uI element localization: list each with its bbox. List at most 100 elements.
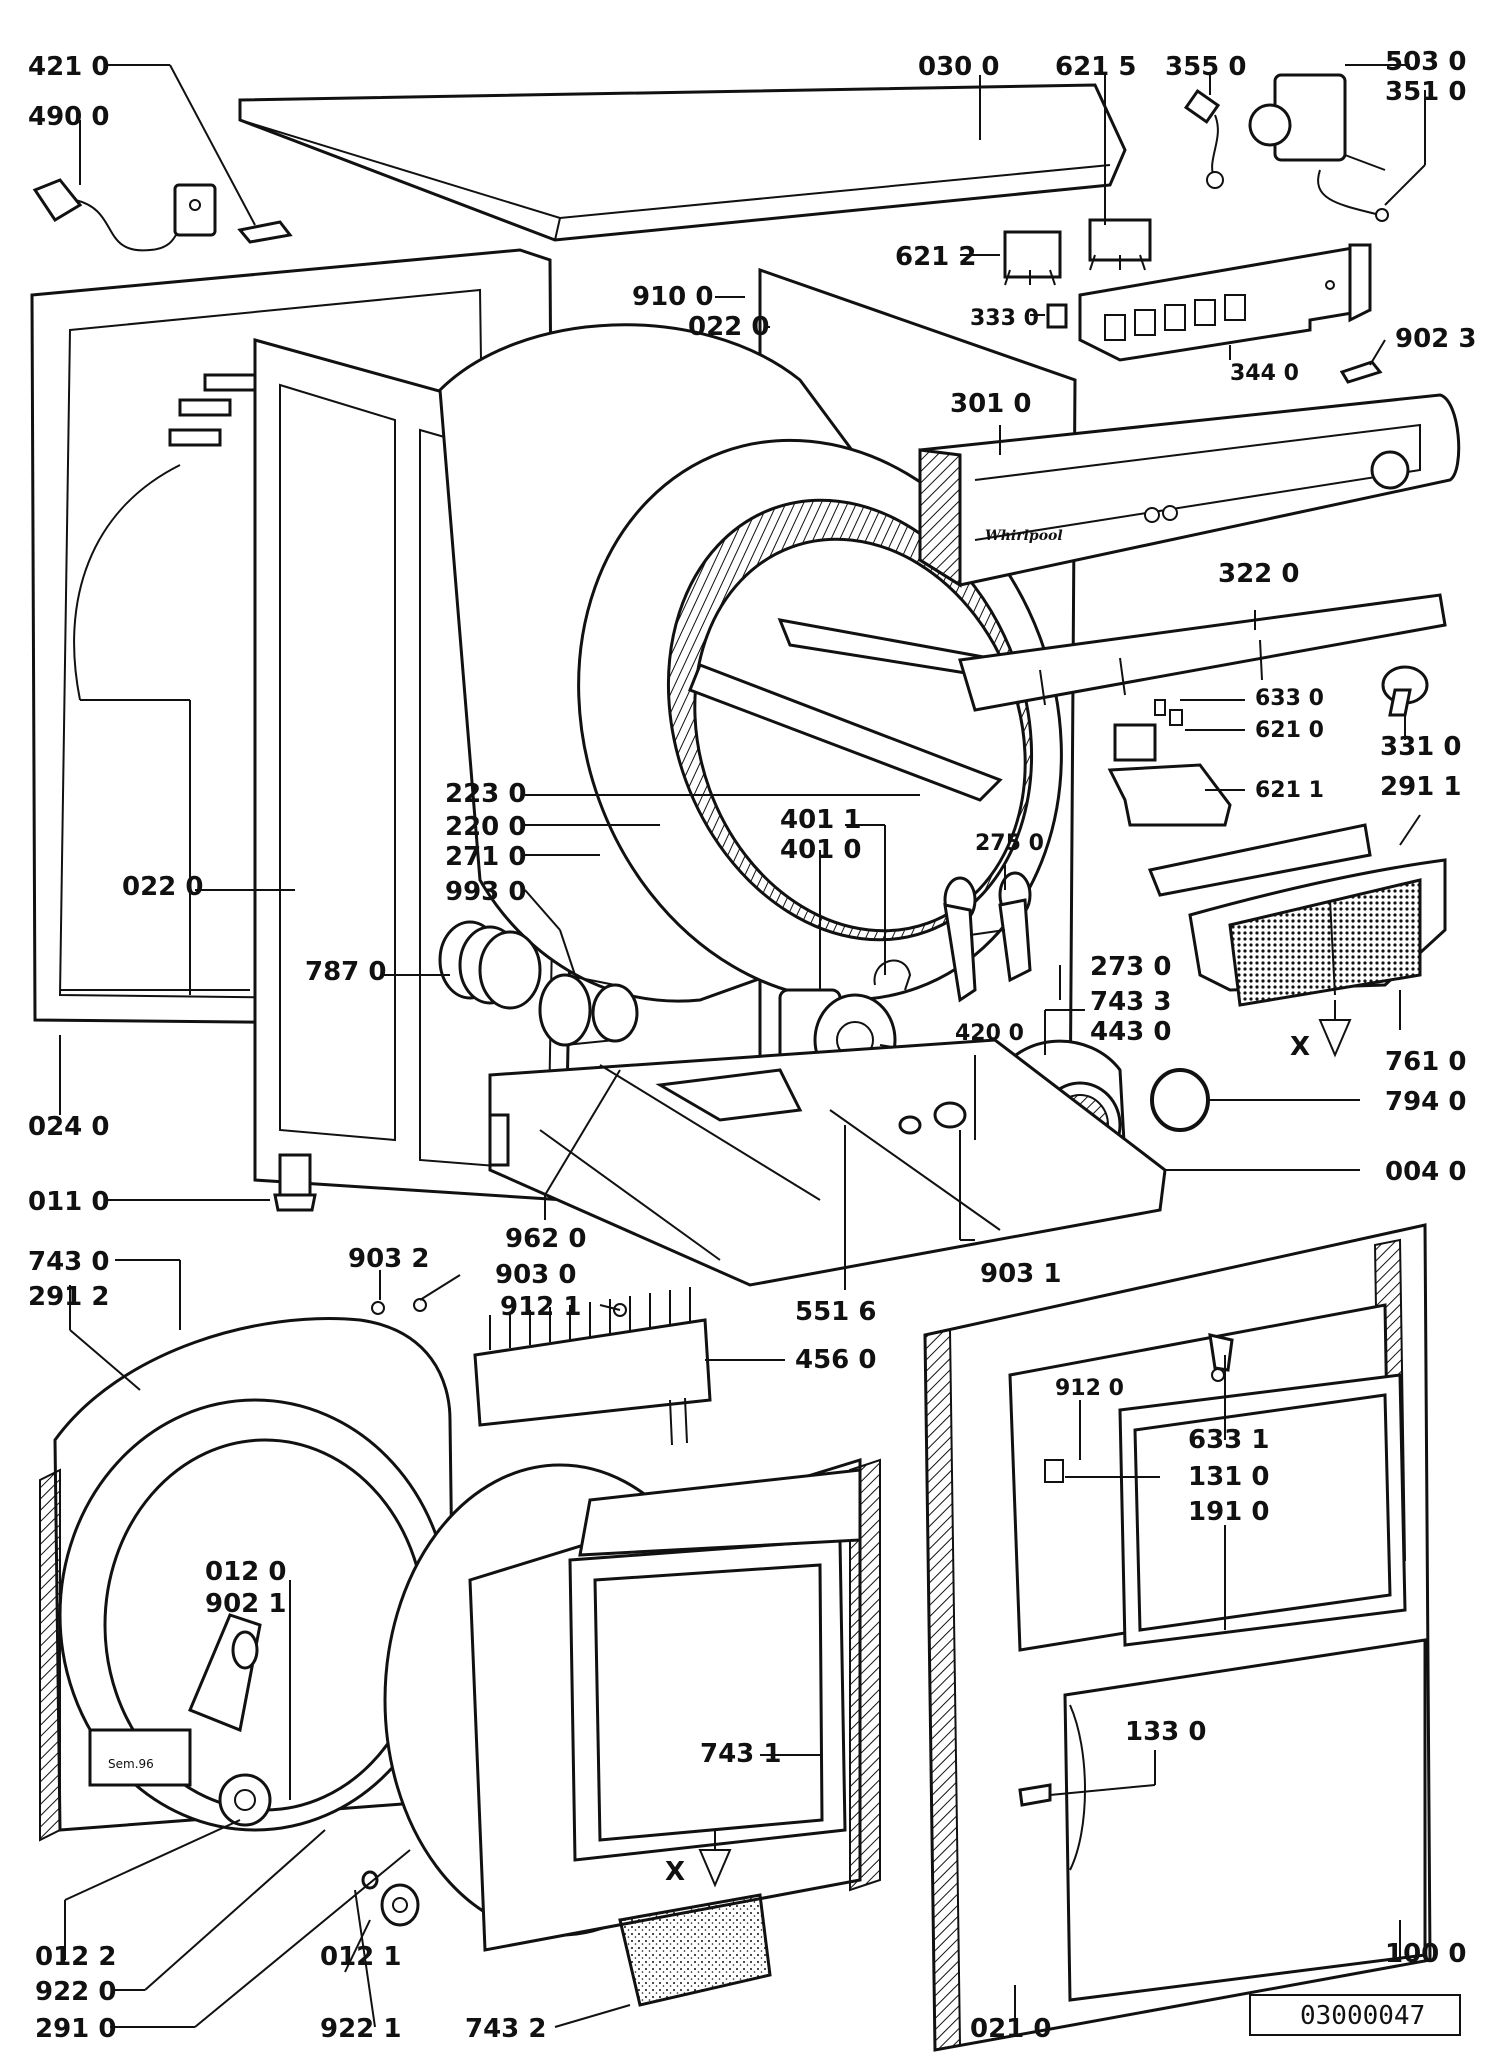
switch-group-part: [1107, 699, 1232, 827]
belt-tensioner-part: [943, 871, 1032, 1003]
screw-small-parts-group: [371, 1298, 627, 1317]
control-bracket-part: [1078, 243, 1372, 362]
label-191-0: 191 0: [1188, 1497, 1269, 1527]
label-291-2: 291 2: [28, 1282, 109, 1312]
view-arrow-x-bottom: X: [665, 1830, 732, 1888]
door-pin-part: [1208, 1333, 1234, 1372]
view-arrow-x-top: X: [1290, 1000, 1352, 1062]
label-743-0: 743 0: [28, 1247, 109, 1277]
duct-hose-part: [438, 920, 542, 1010]
label-743-3: 743 3: [1090, 987, 1171, 1017]
label-633-1: 633 1: [1188, 1425, 1269, 1455]
label-551-6: 551 6: [795, 1297, 876, 1327]
label-761-0: 761 0: [1385, 1047, 1466, 1077]
label-902-3: 902 3: [1395, 324, 1476, 354]
brand-logo: Whirlpool: [985, 528, 1063, 544]
base-tray-part: [488, 1038, 1167, 1287]
svg-text:X: X: [1290, 1032, 1310, 1062]
label-621-0: 621 0: [1255, 718, 1324, 743]
label-275-0: 275 0: [975, 831, 1044, 856]
screw-small-part: [1339, 360, 1383, 384]
label-344-0: 344 0: [1230, 361, 1299, 386]
drawing-number: 03000047: [1300, 2001, 1425, 2031]
label-490-0: 490 0: [28, 102, 109, 132]
leader-lines: [59, 64, 1426, 2028]
label-011-0: 011 0: [28, 1187, 109, 1217]
knob-part: [1381, 665, 1429, 717]
label-021-0: 021 0: [970, 2014, 1051, 2044]
label-022-0: 022 0: [122, 872, 203, 902]
label-912-1: 912 1: [500, 1292, 581, 1322]
label-633-0: 633 0: [1255, 686, 1324, 711]
label-220-0: 220 0: [445, 812, 526, 842]
label-271-0: 271 0: [445, 842, 526, 872]
label-331-0: 331 0: [1380, 732, 1461, 762]
control-panel-part: Whirlpool: [918, 393, 1461, 588]
relay-pcb-parts: [1003, 218, 1152, 286]
rear-bulkhead-part: Sem.96: [39, 1317, 457, 1842]
stamp-label: Sem.96: [108, 1757, 154, 1771]
duct-ring-part: [538, 973, 639, 1047]
label-922-0: 922 0: [35, 1977, 116, 2007]
drawing-number-box: 03000047: [1249, 1994, 1461, 2036]
label-022-0-top: 022 0: [688, 312, 769, 342]
label-291-1: 291 1: [1380, 772, 1461, 802]
bearing-bracket-part: [188, 1613, 262, 1733]
gasket-ring-part: [1150, 1068, 1210, 1132]
label-100-0: 100 0: [1385, 1939, 1466, 1969]
label-903-0: 903 0: [495, 1260, 576, 1290]
label-621-5: 621 5: [1055, 52, 1136, 82]
label-503-0: 503 0: [1385, 47, 1466, 77]
cable-clamp-part: [237, 220, 293, 244]
door-hinge-part: [1018, 1783, 1052, 1807]
lamp-part: [1183, 88, 1224, 189]
label-012-1: 012 1: [320, 1942, 401, 1972]
label-903-2: 903 2: [348, 1244, 429, 1274]
label-794-0: 794 0: [1385, 1087, 1466, 1117]
label-301-0: 301 0: [950, 389, 1031, 419]
label-912-0: 912 0: [1055, 1376, 1124, 1401]
label-621-2: 621 2: [895, 242, 976, 272]
label-910-0: 910 0: [632, 282, 713, 312]
label-291-0: 291 0: [35, 2014, 116, 2044]
label-012-0: 012 0: [205, 1557, 286, 1587]
label-273-0: 273 0: [1090, 952, 1171, 982]
front-bulkhead-part: [383, 1457, 881, 1952]
label-787-0: 787 0: [305, 957, 386, 987]
facia-strip-part: [958, 593, 1447, 712]
label-401-1: 401 1: [780, 805, 861, 835]
label-131-0: 131 0: [1188, 1462, 1269, 1492]
heater-element-part: [473, 1287, 712, 1446]
label-903-1: 903 1: [980, 1259, 1061, 1289]
thermostat-part: [898, 1101, 967, 1135]
label-902-1: 902 1: [205, 1589, 286, 1619]
label-030-0: 030 0: [918, 52, 999, 82]
door-panel-part: [1063, 1638, 1427, 2002]
label-333-0: 333 0: [970, 306, 1039, 331]
label-962-0: 962 0: [505, 1224, 586, 1254]
drum-part: [438, 323, 1063, 1003]
label-421-0: 421 0: [28, 52, 109, 82]
label-024-0: 024 0: [28, 1112, 109, 1142]
label-401-0: 401 0: [780, 835, 861, 865]
label-443-0: 443 0: [1090, 1017, 1171, 1047]
idler-wheel-part: [361, 1870, 420, 1927]
led-part: [1046, 303, 1068, 329]
svg-text:X: X: [665, 1857, 685, 1887]
label-993-0: 993 0: [445, 877, 526, 907]
label-351-0: 351 0: [1385, 77, 1466, 107]
label-743-1: 743 1: [700, 1739, 781, 1769]
part-labels: 421 0 490 0 030 0 621 5 355 0 503 0 351 …: [28, 47, 1476, 2044]
filter-housing-part: [1147, 823, 1447, 1007]
label-004-0: 004 0: [1385, 1157, 1466, 1187]
label-621-1: 621 1: [1255, 778, 1324, 803]
filter-pad-part: [618, 1893, 772, 2007]
foot-screw-part: [273, 1153, 317, 1212]
label-922-1: 922 1: [320, 2014, 401, 2044]
top-cover-part: [238, 83, 1127, 242]
label-012-2: 012 2: [35, 1942, 116, 1972]
power-cord-part: [32, 178, 217, 252]
label-420-0: 420 0: [955, 1021, 1024, 1046]
label-456-0: 456 0: [795, 1345, 876, 1375]
